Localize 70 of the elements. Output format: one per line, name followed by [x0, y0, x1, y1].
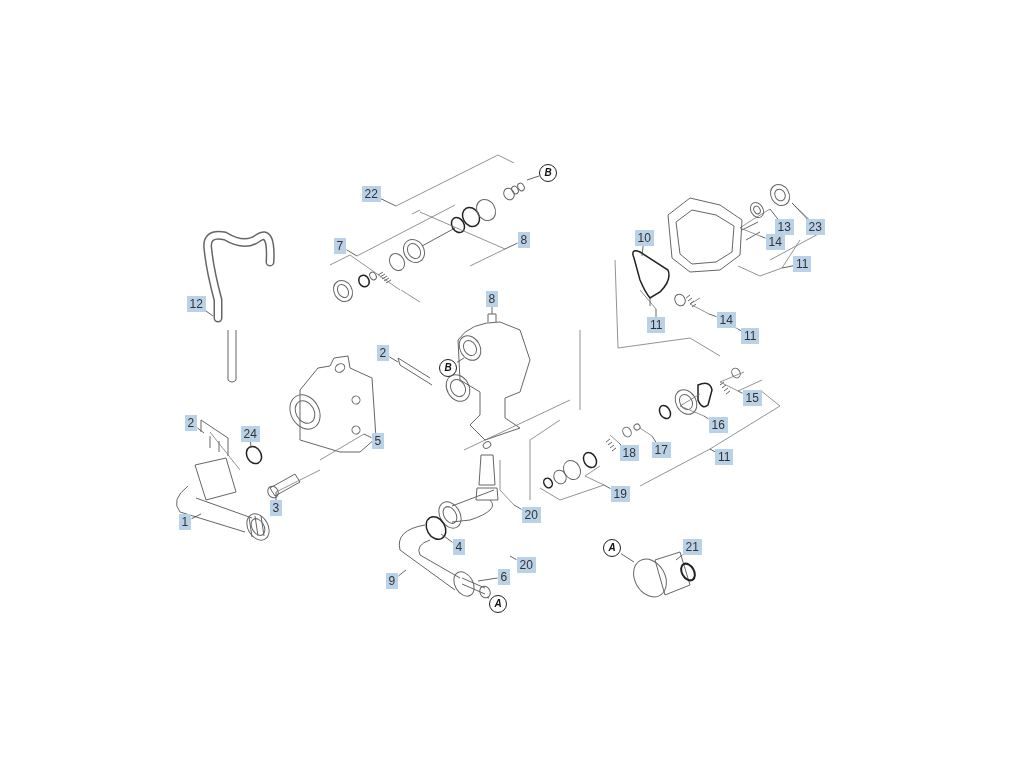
leader-line [491, 306, 493, 315]
leader-line [618, 442, 622, 446]
connection-marker: B [439, 359, 457, 377]
callout-number: 11 [741, 328, 760, 344]
leader-line [703, 415, 709, 420]
leader-line [526, 175, 540, 181]
callout-number: 20 [521, 507, 541, 523]
callout-number: 6 [497, 569, 511, 585]
callout-number: 15 [742, 390, 762, 406]
leader-line [486, 596, 490, 599]
callout-number: 16 [708, 417, 728, 433]
callout-number: 8 [485, 291, 499, 307]
callout-number: 23 [805, 219, 825, 235]
connection-marker: B [539, 164, 557, 182]
leader-line [675, 554, 683, 561]
callout-number: 11 [647, 317, 666, 333]
leader-line [440, 533, 453, 543]
leader-line [509, 555, 517, 561]
callout-number: 4 [452, 539, 466, 555]
callout-number: 5 [371, 433, 385, 449]
callout-number: 24 [240, 426, 260, 442]
leader-line [769, 208, 779, 220]
leader-line [389, 356, 399, 363]
callout-number: 12 [186, 296, 206, 312]
leader-line [709, 448, 716, 453]
callout-number: 21 [682, 539, 702, 555]
leader-line [513, 504, 522, 510]
connection-marker: A [489, 595, 507, 613]
callout-number: 18 [619, 445, 639, 461]
callout-number: 19 [610, 486, 630, 502]
callout-number: 11 [715, 449, 734, 465]
callout-number: 14 [716, 312, 736, 328]
callout-number: 7 [333, 238, 347, 254]
leader-line [191, 513, 202, 520]
leader-line [708, 313, 717, 318]
leader-line [250, 441, 252, 449]
leader-line [759, 235, 766, 239]
leader-line [205, 310, 214, 317]
leader-line [363, 433, 372, 439]
callout-number: 11 [793, 256, 812, 272]
leader-line [504, 242, 518, 250]
leader-line [398, 569, 407, 577]
callout-number: 2 [184, 415, 198, 431]
callout-number: 10 [634, 230, 654, 246]
leader-line [275, 491, 277, 501]
callout-number: 22 [361, 186, 381, 202]
callout-number: 9 [385, 573, 399, 589]
callout-number: 14 [765, 234, 785, 250]
callout-number: 2 [376, 345, 390, 361]
leader-line [781, 265, 794, 269]
leader-line [620, 553, 635, 563]
callout-number: 3 [269, 500, 283, 516]
callout-number: 1 [178, 514, 192, 530]
connection-marker: A [603, 539, 621, 557]
callout-number: 8 [517, 232, 531, 248]
leader-line [603, 484, 611, 490]
leader-line [737, 328, 742, 332]
leader-line [477, 577, 498, 582]
callout-number: 20 [516, 557, 536, 573]
leader-line [641, 245, 644, 257]
leader-line [380, 198, 397, 207]
leader-line [197, 427, 205, 434]
leader-line [456, 357, 465, 363]
leader-line [346, 249, 358, 257]
callout-number: 17 [651, 442, 671, 458]
leader-line [737, 390, 743, 394]
leader-line [791, 202, 808, 220]
leader-line [655, 308, 657, 318]
callout-number: 13 [774, 219, 794, 235]
leader-line [651, 435, 657, 443]
